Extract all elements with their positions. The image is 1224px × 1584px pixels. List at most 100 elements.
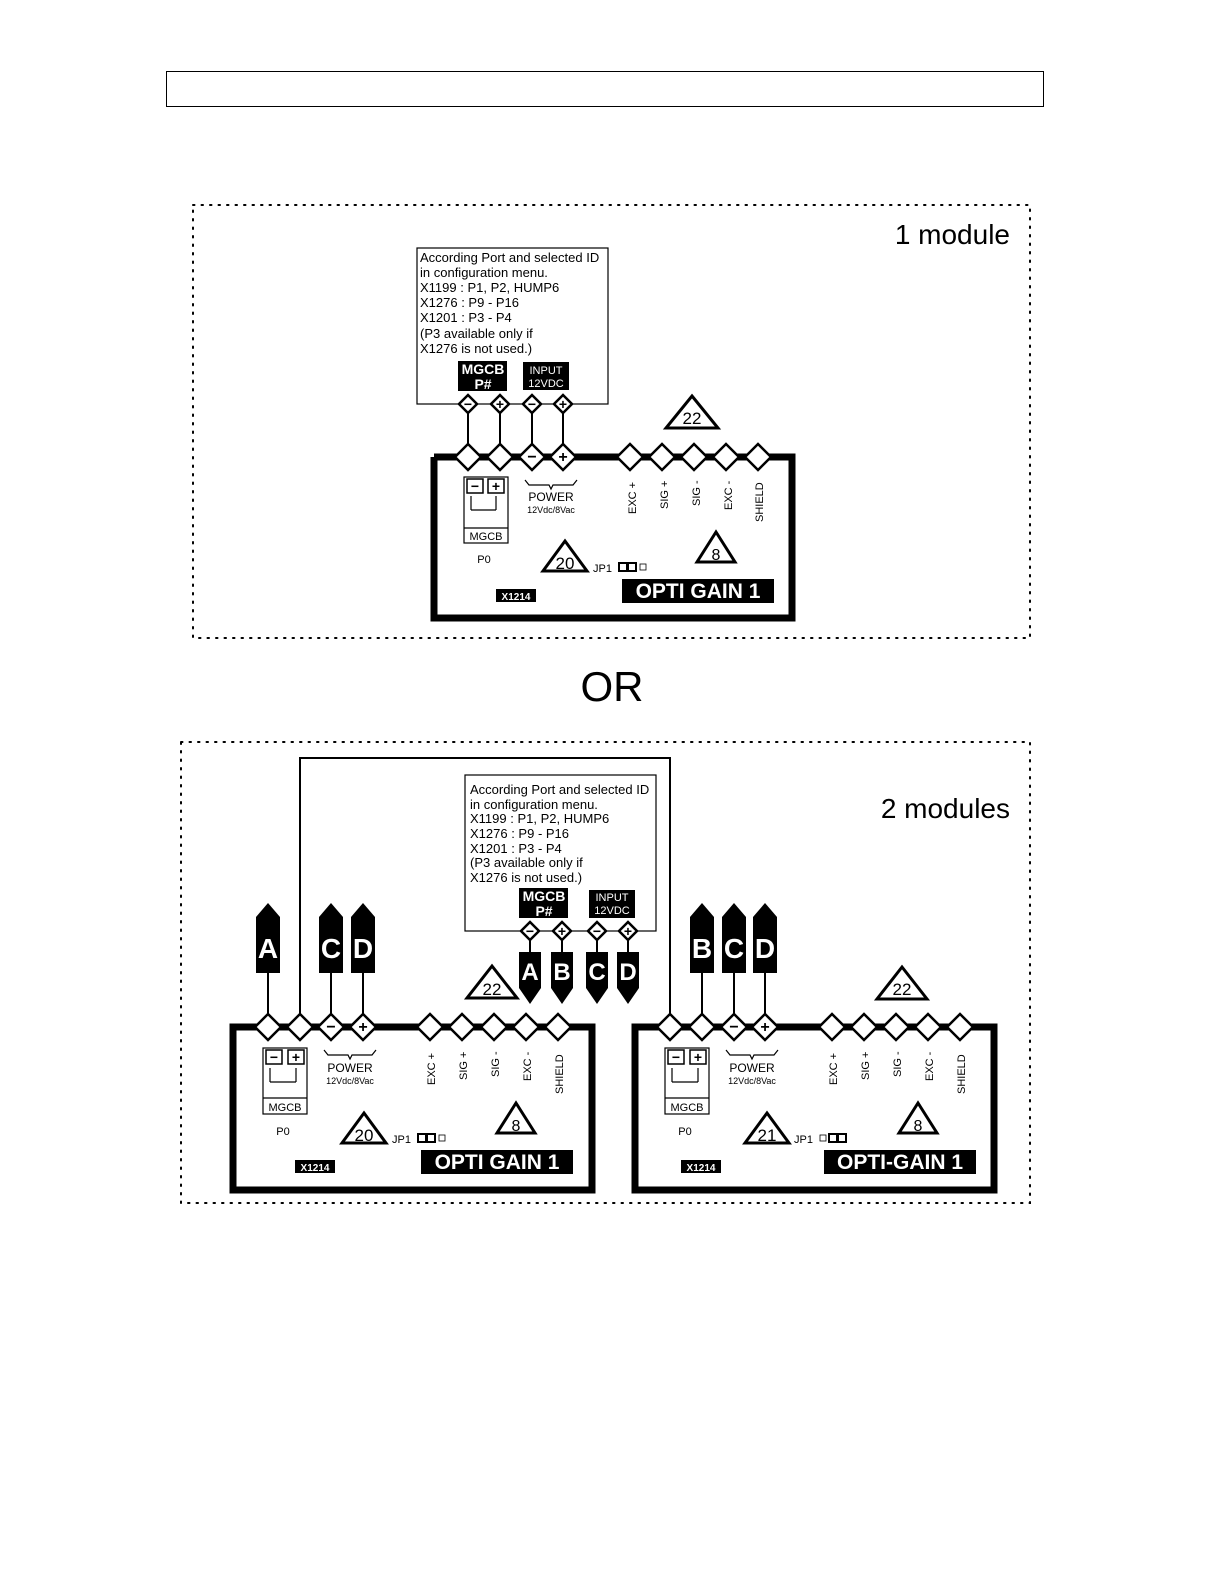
input-voltage-label: 12VDC [528, 378, 564, 390]
bridge-wire [299, 757, 671, 1016]
right-triangle-8-label: 8 [914, 1118, 923, 1135]
config-note: According Port and selected ID in config… [420, 250, 603, 356]
input-voltage-label-2: 12VDC [594, 905, 630, 917]
triangle-8-label: 8 [712, 547, 721, 564]
left-triangle-badge-8 [494, 1100, 538, 1135]
right-module-name: OPTI-GAIN 1 [837, 1151, 963, 1174]
svg-text:+: + [558, 923, 566, 939]
right-triangle-21-label: 21 [758, 1126, 777, 1145]
mgcb-connector: − + MGCB [463, 476, 509, 544]
jp1-label: JP1 [593, 563, 612, 575]
right-mgcb-connector: − + MGCB [664, 1047, 710, 1115]
right-connector-d: D [755, 933, 775, 964]
panel2-title: 2 modules [881, 793, 1010, 824]
left-module-name: OPTI GAIN 1 [435, 1151, 560, 1174]
left-triangle-8-label: 8 [512, 1118, 521, 1135]
left-power-label: POWER [327, 1061, 373, 1075]
svg-text:+: + [624, 923, 632, 939]
right-jp1-jumper [819, 1133, 847, 1143]
right-p0-label: P0 [678, 1126, 691, 1138]
part-number-bg [496, 589, 536, 602]
mgcb-port-label-bg [458, 361, 507, 391]
right-module-name-bg [824, 1150, 976, 1174]
left-terminal-sig-minus: SIG - [490, 1051, 502, 1077]
or-separator: OR [581, 663, 644, 710]
right-connector-c: C [724, 933, 744, 964]
left-jp1-jumper [417, 1133, 446, 1143]
terminal-sig-minus: SIG - [691, 480, 703, 506]
terminal-exc-minus: EXC - [723, 480, 735, 510]
power-rating: 12Vdc/8Vac [527, 505, 575, 515]
mgcb-label: MGCB [462, 361, 505, 377]
left-power-rating: 12Vdc/8Vac [326, 1076, 374, 1086]
module-right-terminals: − + [655, 1012, 975, 1042]
port-label: P# [474, 376, 491, 392]
mgcb-port-label-bg-2 [519, 888, 568, 918]
panel2-frame [180, 741, 1031, 1204]
left-p0-label: P0 [276, 1126, 289, 1138]
module-board-left: − + EXC + SIG + SIG - EXC - SHIELD POWER… [229, 1012, 596, 1194]
header-box [166, 71, 1044, 107]
right-part-number-bg [681, 1160, 721, 1173]
input-label-2: INPUT [596, 892, 629, 904]
triangle-badge-20 [540, 538, 590, 573]
svg-text:−: − [672, 1049, 680, 1065]
svg-text:−: − [326, 1019, 335, 1036]
triangle-22-right-label: 22 [893, 980, 912, 999]
right-terminal-sig-minus: SIG - [892, 1051, 904, 1077]
terminal-exc-plus: EXC + [627, 482, 639, 514]
mgcb-label-2: MGCB [523, 888, 566, 904]
svg-text:−: − [729, 1019, 738, 1036]
left-connector-c: C [321, 933, 341, 964]
left-module-name-bg [421, 1150, 573, 1174]
right-power-rating: 12Vdc/8Vac [728, 1076, 776, 1086]
right-terminal-sig-plus: SIG + [860, 1052, 872, 1080]
terminal-shield: SHIELD [754, 482, 766, 522]
panel-one-module: 1 module According Port and selected ID … [192, 204, 1031, 639]
svg-text:+: + [358, 1019, 367, 1036]
left-terminal-exc-minus: EXC - [522, 1051, 534, 1081]
right-terminal-exc-minus: EXC - [924, 1051, 936, 1081]
left-terminal-shield: SHIELD [554, 1054, 566, 1094]
power-brace [524, 479, 578, 491]
svg-text:−: − [270, 1049, 278, 1065]
down-connector-d: D [619, 959, 636, 986]
input-label-bg [523, 362, 569, 390]
triangle-20-label: 20 [556, 554, 575, 573]
triangle-badge-22-right [873, 964, 931, 1001]
left-triangle-badge-20 [339, 1110, 389, 1145]
down-connectors: A B C D [519, 952, 639, 1004]
module-board-right: − + EXC + SIG + SIG - EXC - SHIELD POWER… [631, 1012, 998, 1194]
triangle-badge-22-mid [463, 963, 521, 1000]
right-up-connectors: B C D [690, 903, 777, 973]
svg-text:+: + [694, 1049, 702, 1065]
module-board: − + EXC + SIG + SIG - EXC - SHIELD POWER… [430, 442, 796, 622]
module-left-terminals: − + [253, 1012, 573, 1042]
triangle-badge-8 [694, 529, 738, 564]
left-triangle-20-label: 20 [355, 1126, 374, 1145]
jp1-jumper [618, 562, 647, 572]
input-label-bg-2 [589, 890, 635, 918]
svg-text:+: + [558, 449, 567, 466]
left-power-brace [323, 1049, 377, 1061]
svg-text:−: − [527, 449, 536, 466]
left-jp1-label: JP1 [392, 1134, 411, 1146]
right-power-brace [725, 1049, 779, 1061]
left-up-connectors: A C D [256, 903, 375, 973]
svg-text:+: + [492, 478, 500, 494]
right-mgcb-label: MGCB [671, 1102, 704, 1114]
left-connector-d: D [353, 933, 373, 964]
p0-label: P0 [477, 554, 490, 566]
input-label: INPUT [530, 365, 563, 377]
module-name-bg [622, 579, 774, 603]
left-mgcb-connector: − + MGCB [262, 1047, 308, 1115]
panel1-frame [192, 204, 1031, 639]
svg-text:−: − [528, 396, 536, 412]
right-terminal-exc-plus: EXC + [828, 1053, 840, 1085]
config-note-2: According Port and selected ID in config… [470, 782, 653, 885]
mgcb-connector-label: MGCB [470, 531, 503, 543]
terminal-sig-plus: SIG + [659, 481, 671, 509]
left-terminal-exc-plus: EXC + [426, 1053, 438, 1085]
triangle-badge-22 [662, 393, 722, 430]
